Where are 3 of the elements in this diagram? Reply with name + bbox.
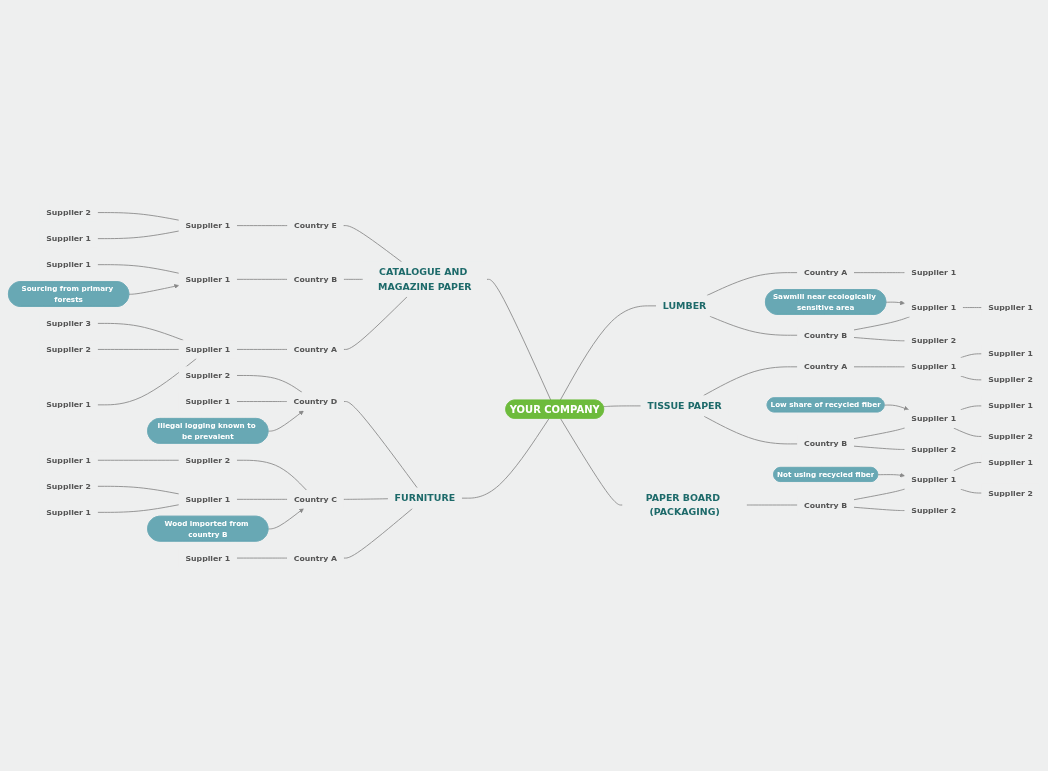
category-label: LUMBER [656,295,713,317]
center-ellipse: YOUR COMPANY [505,399,604,419]
category-label: CATALOGUE AND MAGAZINE PAPER [362,262,487,297]
